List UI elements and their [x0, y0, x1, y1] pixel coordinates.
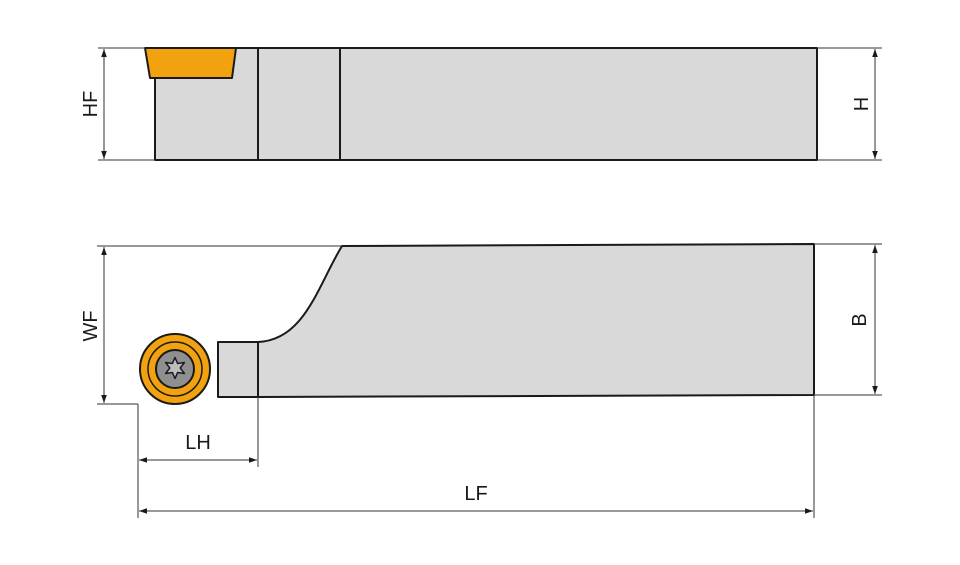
- holder-body-side: [154, 47, 818, 161]
- dimension-lh: LH: [137, 397, 259, 518]
- torx-screw-icon: [164, 356, 186, 380]
- label-wf: WF: [80, 310, 102, 341]
- dimension-wf: WF: [80, 245, 342, 405]
- label-hf: HF: [80, 91, 102, 118]
- holder-body-plan: [257, 243, 815, 398]
- dimension-h: H: [817, 47, 882, 161]
- dimension-hf: HF: [80, 47, 155, 161]
- label-lf: LF: [464, 483, 487, 505]
- label-h: H: [851, 97, 873, 111]
- side-view: [144, 47, 818, 161]
- label-b: B: [849, 313, 871, 326]
- plan-view: [139, 243, 815, 405]
- dimension-b: B: [814, 243, 882, 396]
- dimension-lf: LF: [139, 395, 815, 518]
- insert-side: [144, 47, 237, 79]
- label-lh: LH: [185, 432, 211, 454]
- insert-pocket: [217, 341, 259, 398]
